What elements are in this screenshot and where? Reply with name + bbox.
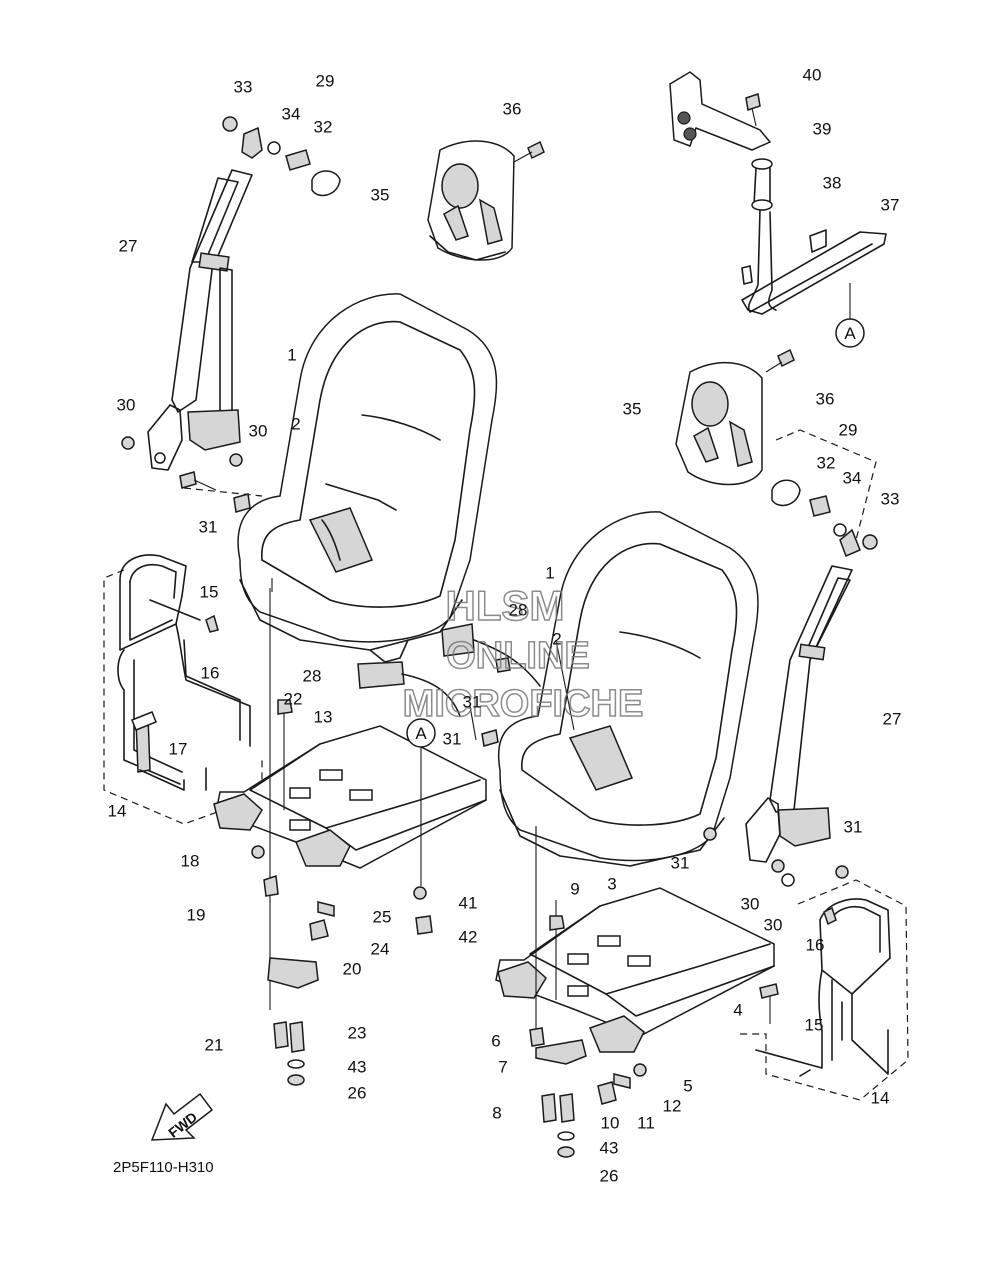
headrest-upper xyxy=(427,140,545,261)
callout-36: 36 xyxy=(816,389,835,408)
callout-39: 39 xyxy=(813,119,832,138)
seat-belt-buckles xyxy=(357,623,575,747)
callout-27: 27 xyxy=(883,709,902,728)
right-seat-base xyxy=(495,828,775,1053)
callout-31: 31 xyxy=(844,817,863,836)
callout-6: 6 xyxy=(491,1031,500,1050)
callout-31: 31 xyxy=(199,517,218,536)
callout-22: 22 xyxy=(284,689,303,708)
callout-32: 32 xyxy=(314,117,333,136)
callout-10: 10 xyxy=(601,1113,620,1132)
callout-3: 3 xyxy=(607,874,616,893)
callout-2: 2 xyxy=(291,414,300,433)
watermark-line3: MICROFICHE xyxy=(403,683,644,725)
callout-30: 30 xyxy=(249,421,268,440)
diagram-code: 2P5F110-H310 xyxy=(113,1159,214,1176)
callout-2: 2 xyxy=(552,629,561,648)
reference-markers: A A xyxy=(406,283,865,886)
callout-4: 4 xyxy=(733,1000,742,1019)
callout-9: 9 xyxy=(570,879,579,898)
callout-17: 17 xyxy=(169,739,188,758)
right-base-hardware xyxy=(529,983,779,1158)
callout-15: 15 xyxy=(805,1015,824,1034)
callout-5: 5 xyxy=(683,1076,692,1095)
callout-28: 28 xyxy=(303,666,322,685)
right-seat-belt xyxy=(703,429,878,887)
callout-16: 16 xyxy=(201,663,220,682)
callout-23: 23 xyxy=(348,1023,367,1042)
callout-35: 35 xyxy=(371,185,390,204)
callout-33: 33 xyxy=(234,77,253,96)
left-seat-frame xyxy=(103,554,263,825)
callout-30: 30 xyxy=(117,395,136,414)
callout-34: 34 xyxy=(843,468,862,487)
reference-marker-a-upper: A xyxy=(844,324,856,343)
right-seat-frame xyxy=(740,879,909,1101)
callout-26: 26 xyxy=(600,1166,619,1185)
callout-40: 40 xyxy=(803,65,822,84)
callout-32: 32 xyxy=(817,453,836,472)
watermark-line2: ONLINE xyxy=(446,635,590,677)
callout-20: 20 xyxy=(343,959,362,978)
callout-38: 38 xyxy=(823,173,842,192)
watermark: HLSM ONLINE MICROFICHE xyxy=(402,581,644,726)
callout-19: 19 xyxy=(187,905,206,924)
callout-43: 43 xyxy=(600,1138,619,1157)
callout-30: 30 xyxy=(741,894,760,913)
callout-31: 31 xyxy=(463,692,482,711)
callout-1: 1 xyxy=(545,563,554,582)
callout-31: 31 xyxy=(671,853,690,872)
callout-41: 41 xyxy=(459,893,478,912)
callout-33: 33 xyxy=(881,489,900,508)
left-seat-belt xyxy=(121,116,341,513)
callout-1: 1 xyxy=(287,345,296,364)
callout-30: 30 xyxy=(764,915,783,934)
callout-37: 37 xyxy=(881,195,900,214)
callout-8: 8 xyxy=(492,1103,501,1122)
callout-43: 43 xyxy=(348,1057,367,1076)
left-seat xyxy=(237,293,498,663)
headrest-bracket xyxy=(669,71,887,315)
callout-15: 15 xyxy=(200,582,219,601)
reference-marker-a-lower: A xyxy=(415,724,427,743)
callout-25: 25 xyxy=(373,907,392,926)
callout-13: 13 xyxy=(314,707,333,726)
callout-36: 36 xyxy=(503,99,522,118)
callout-7: 7 xyxy=(498,1057,507,1076)
callout-35: 35 xyxy=(623,399,642,418)
headrest-right xyxy=(675,348,795,486)
callout-21: 21 xyxy=(205,1035,224,1054)
callout-27: 27 xyxy=(119,236,138,255)
callout-28: 28 xyxy=(509,600,528,619)
callout-29: 29 xyxy=(839,420,858,439)
fwd-arrow: FWD xyxy=(150,1092,214,1141)
right-seat xyxy=(498,511,759,867)
callout-16: 16 xyxy=(806,935,825,954)
callout-24: 24 xyxy=(371,939,390,958)
callout-14: 14 xyxy=(871,1088,890,1107)
callout-12: 12 xyxy=(663,1096,682,1115)
left-base-hardware xyxy=(263,588,433,1086)
watermark-line1: HLSM xyxy=(446,582,565,629)
callout-34: 34 xyxy=(282,104,301,123)
callout-14: 14 xyxy=(108,801,127,820)
callout-31: 31 xyxy=(443,729,462,748)
left-seat-base xyxy=(205,725,487,869)
callout-42: 42 xyxy=(459,927,478,946)
callout-11: 11 xyxy=(637,1113,655,1132)
callout-29: 29 xyxy=(316,71,335,90)
callout-26: 26 xyxy=(348,1083,367,1102)
callout-18: 18 xyxy=(181,851,200,870)
